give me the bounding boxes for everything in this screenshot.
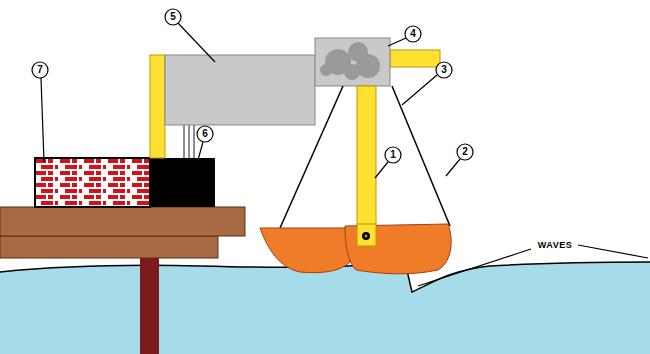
callout-number: 1	[390, 150, 396, 160]
callout-number: 2	[462, 147, 468, 157]
callout-number: 4	[410, 29, 416, 39]
callout-number: 5	[170, 12, 176, 22]
callout-number: 7	[37, 65, 43, 75]
callout-number: 3	[441, 65, 447, 75]
waves-label: WAVES	[537, 241, 573, 250]
callout-number: 6	[202, 129, 208, 139]
